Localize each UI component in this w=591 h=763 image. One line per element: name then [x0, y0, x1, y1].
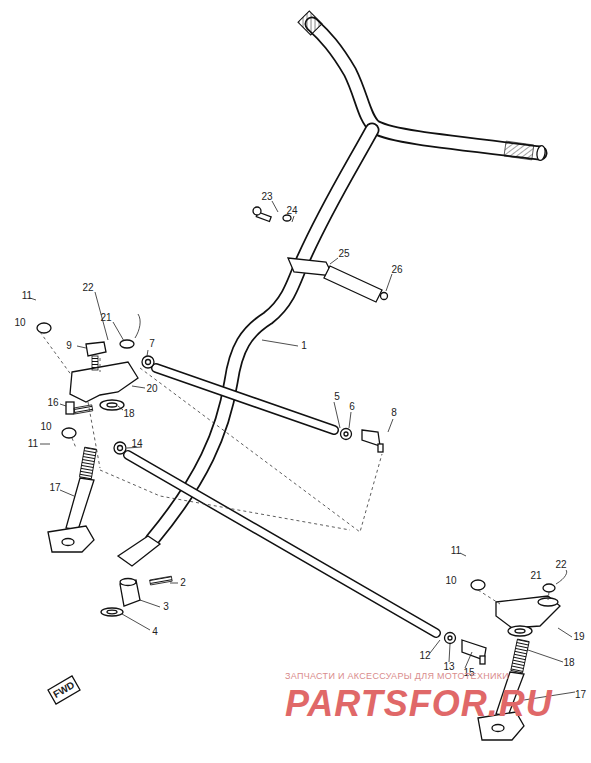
- callout-number: 26: [390, 265, 403, 275]
- callout-number: 4: [151, 627, 159, 637]
- callout-number: 20: [145, 384, 158, 394]
- callout-number: 24: [285, 206, 298, 216]
- callout-number: 22: [554, 560, 567, 570]
- callout-number: 17: [48, 483, 61, 493]
- callout-number: 9: [65, 341, 73, 351]
- callout-number: 11: [21, 291, 33, 301]
- callout-number: 23: [260, 192, 273, 202]
- callout-number: 3: [162, 602, 170, 612]
- callout-number: 11: [27, 439, 39, 449]
- callout-number: 10: [444, 576, 457, 586]
- callout-number: 10: [39, 422, 52, 432]
- callout-number: 11: [450, 546, 462, 556]
- callout-number: 14: [130, 439, 143, 449]
- callout-number: 21: [99, 313, 112, 323]
- watermark-logo: PARTSFOR.RU: [284, 686, 554, 722]
- callout-number: 12: [418, 651, 431, 661]
- callout-number: 18: [562, 658, 575, 668]
- callout-number: 21: [529, 571, 542, 581]
- callout-number: 13: [442, 662, 455, 672]
- callout-number: 1: [300, 341, 308, 351]
- callout-number: 6: [348, 402, 356, 412]
- callout-number: 8: [390, 408, 398, 418]
- callout-number: 25: [337, 249, 350, 259]
- callout-number: 2: [179, 578, 187, 588]
- callout-number: 19: [572, 632, 585, 642]
- callout-number: 17: [574, 690, 587, 700]
- watermark-text: ЗАПЧАСТИ И АКСЕССУАРЫ ДЛЯ МОТОТЕХНИКИ: [284, 672, 510, 681]
- callout-number: 10: [13, 318, 26, 328]
- callout-number: 18: [122, 409, 135, 419]
- callout-number: 5: [333, 392, 341, 402]
- callout-number: 22: [81, 283, 94, 293]
- callout-number: 7: [148, 339, 156, 349]
- callout-number: 16: [46, 398, 59, 408]
